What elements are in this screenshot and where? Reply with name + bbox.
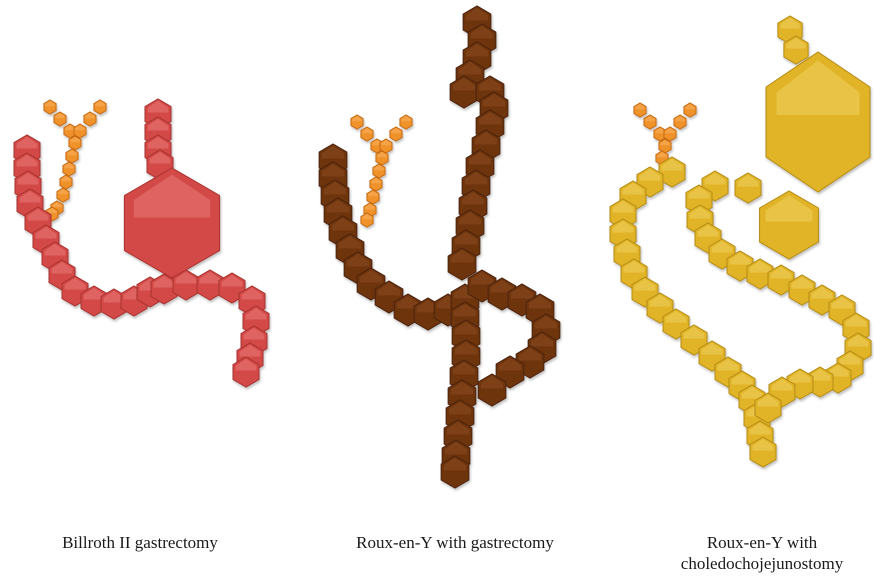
esophagojejunal-limb-segment-highlight xyxy=(466,8,488,20)
roux-loop-segment-highlight xyxy=(471,272,493,284)
gastric-outlet-segment-highlight xyxy=(780,18,799,29)
biliopancreatic-limb-segment-highlight xyxy=(322,146,344,158)
caption-roux-en-y-gastrectomy: Roux-en-Y with gastrectomy xyxy=(320,532,590,553)
roux-en-y-gastrectomy-diagram xyxy=(319,6,560,488)
stomach-highlight xyxy=(776,60,859,115)
biliopancreatic-limb-segment-highlight xyxy=(771,267,792,279)
stomach-remnant-highlight xyxy=(134,175,210,218)
roux-en-y-choledochojejunostomy-diagram xyxy=(610,16,871,467)
biliopancreatic-limb-segment-highlight xyxy=(705,173,726,185)
efferent-limb-segment-highlight xyxy=(200,272,221,284)
gastric-remnant-segment-highlight xyxy=(148,101,169,113)
biliopancreatic-limb-segment-highlight xyxy=(738,175,759,187)
biliopancreatic-limb-segment-highlight xyxy=(790,371,811,383)
biliopancreatic-limb-segment-highlight xyxy=(792,277,813,289)
roux-limb-segment-highlight xyxy=(640,169,661,181)
caption-roux-en-y-choledochojejunostomy: Roux-en-Y with choledochojejunostomy xyxy=(650,532,874,574)
jejunal-loop-segment-highlight xyxy=(17,137,38,149)
caption-billroth-ii: Billroth II gastrectomy xyxy=(20,532,260,553)
billroth-ii-diagram xyxy=(14,99,269,387)
efferent-limb-segment-highlight xyxy=(222,275,243,287)
duodenum-bulb-highlight xyxy=(765,195,812,222)
